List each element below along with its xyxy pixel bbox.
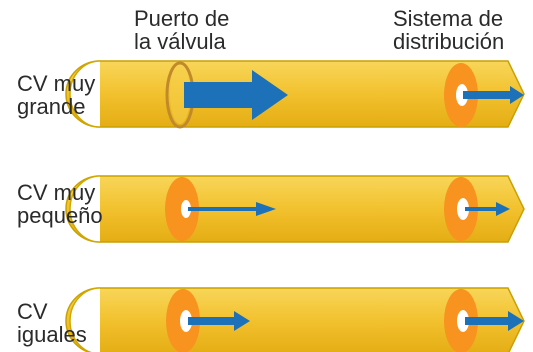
row-label-line1: CV muy: [17, 180, 96, 205]
row-label-line2: pequeño: [17, 203, 103, 228]
valve-port-opening: [180, 310, 192, 332]
header-distribution-line2: distribución: [393, 29, 505, 54]
distribution-opening: [457, 310, 469, 332]
pipe-open-end: [69, 60, 101, 128]
distribution-opening: [456, 84, 468, 106]
row-label-cv-too-small: CV muy pequeño: [17, 181, 103, 227]
row-label-line2: grande: [17, 94, 86, 119]
header-valve-port-line2: la válvula: [134, 29, 226, 54]
row-label-line1: CV: [17, 299, 48, 324]
row-label-cv-equal: CV iguales: [17, 300, 87, 346]
pipe-open-end: [69, 287, 101, 352]
distribution-flow-arrow: [465, 202, 510, 216]
header-distribution-line1: Sistema de: [393, 6, 504, 31]
pipe-open-end: [69, 175, 101, 243]
row-label-cv-too-large: CV muy grande: [17, 72, 95, 118]
valve-port-opening: [181, 200, 191, 218]
large-flow-arrow: [184, 70, 288, 120]
valve-port-opening: [170, 66, 190, 124]
row-cv-too-small: [65, 175, 525, 243]
small-flow-arrow: [188, 202, 276, 216]
header-valve-port-line1: Puerto de: [134, 6, 230, 31]
header-distribution-system: Sistema de distribución: [393, 7, 504, 53]
distribution-flow-arrow: [463, 86, 524, 104]
row-label-line2: iguales: [17, 322, 87, 347]
row-cv-too-large: [65, 60, 525, 129]
row-label-line1: CV muy: [17, 71, 96, 96]
equal-flow-arrow: [188, 311, 250, 331]
distribution-flow-arrow: [465, 311, 524, 331]
distribution-opening: [457, 198, 469, 220]
row-cv-equal: [65, 287, 525, 352]
header-valve-port: Puerto de la válvula: [134, 7, 229, 53]
